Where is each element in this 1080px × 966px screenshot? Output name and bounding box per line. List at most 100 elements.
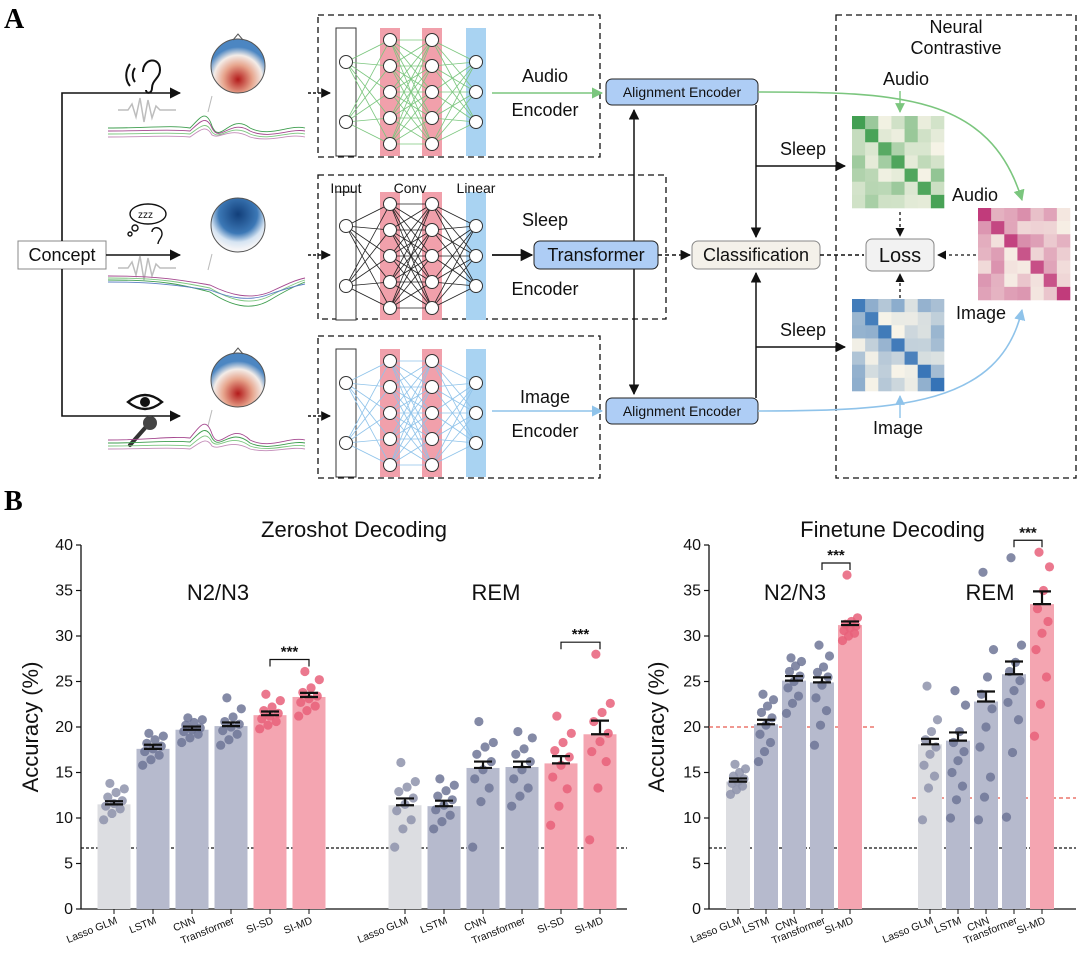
data-point: [923, 783, 934, 793]
matrix-cell: [1043, 247, 1058, 261]
data-point: [306, 683, 316, 693]
matrix-cell: [904, 155, 919, 169]
data-point: [601, 756, 611, 767]
matrix-cell: [1030, 234, 1045, 248]
data-point: [767, 713, 777, 723]
data-point: [158, 731, 168, 741]
data-point: [595, 736, 605, 747]
matrix-cell: [852, 155, 866, 169]
y-tick-label: 10: [683, 810, 701, 827]
data-point: [1043, 616, 1053, 627]
data-point: [150, 735, 160, 745]
data-point: [263, 720, 273, 730]
network-edge: [389, 438, 433, 466]
network-node: [425, 85, 439, 99]
data-point: [786, 653, 796, 663]
data-point: [957, 781, 968, 791]
group-label: N2/N3: [764, 580, 826, 605]
data-point: [605, 698, 615, 708]
alignment-encoder-image-label: Alignment Encoder: [623, 403, 742, 419]
data-point: [558, 737, 568, 748]
data-point: [759, 746, 770, 757]
matrix-cell: [917, 299, 932, 313]
matrix-cell: [1030, 260, 1045, 275]
neural-contrastive-line2: Contrastive: [910, 38, 1001, 58]
network-edge: [389, 65, 433, 145]
data-point: [294, 711, 304, 721]
significance-bracket: [269, 658, 310, 667]
audio-label-top: Audio: [883, 69, 929, 89]
significance-bracket: [821, 562, 851, 571]
chart-title: Finetune Decoding: [800, 517, 985, 542]
matrix-cell: [865, 168, 879, 183]
matrix-cell: [1043, 221, 1058, 235]
significance-label: ***: [1019, 524, 1037, 541]
matrix-cell: [930, 325, 945, 339]
audio-sleep-similarity-matrix: [852, 116, 945, 209]
y-tick-label: 35: [683, 583, 701, 600]
matrix-cell: [891, 168, 905, 183]
network-edge: [431, 39, 477, 123]
data-point: [981, 722, 991, 732]
y-tick-label: 15: [683, 765, 701, 782]
network-edge: [431, 39, 477, 93]
matrix-cell: [1004, 286, 1018, 301]
data-point: [765, 737, 776, 748]
matrix-cell: [891, 364, 905, 379]
matrix-cell: [1017, 221, 1031, 235]
network-edge: [431, 442, 477, 466]
data-point: [119, 784, 129, 794]
matrix-cell: [930, 338, 945, 352]
network-edge: [345, 255, 391, 287]
matrix-cell: [930, 116, 945, 130]
data-point: [511, 749, 521, 759]
network-edge: [389, 255, 433, 309]
network-edge: [345, 225, 391, 309]
data-point: [1007, 747, 1018, 758]
network-node: [339, 376, 353, 390]
data-point: [1037, 628, 1047, 638]
transformer-label: Transformer: [547, 245, 644, 265]
network-node: [469, 249, 483, 263]
data-point: [222, 693, 232, 703]
matrix-cell: [852, 377, 866, 392]
y-tick-label: 40: [683, 537, 701, 554]
neural-contrastive-box: [835, 14, 1077, 479]
data-point: [1001, 812, 1012, 822]
bar: [946, 740, 970, 909]
x-tick-label: Lasso GLM: [356, 915, 410, 946]
matrix-cell: [1017, 234, 1031, 248]
network-node: [425, 380, 439, 394]
matrix-cell: [1004, 234, 1018, 248]
data-point: [314, 675, 324, 685]
data-point: [476, 797, 486, 807]
data-point: [548, 772, 558, 782]
y-axis-label: Accuracy (%): [644, 662, 669, 793]
matrix-cell: [978, 221, 992, 235]
data-point: [261, 689, 271, 699]
bar: [810, 682, 834, 909]
matrix-cell: [1017, 208, 1031, 222]
data-point: [107, 808, 117, 819]
data-point: [394, 787, 404, 797]
data-point: [474, 716, 484, 727]
matrix-cell: [891, 377, 905, 392]
network-edge: [389, 281, 433, 309]
bar: [974, 701, 998, 909]
y-axis-label: Accuracy (%): [18, 662, 43, 793]
data-point: [1031, 645, 1041, 655]
data-point: [234, 719, 244, 729]
matrix-cell: [1004, 260, 1018, 275]
matrix-cell: [891, 116, 905, 130]
bar: [505, 767, 539, 909]
data-point: [509, 774, 519, 784]
matrix-cell: [904, 312, 919, 326]
sleep-label-top: Sleep: [780, 139, 826, 159]
network-edge: [389, 117, 433, 145]
matrix-cell: [1056, 234, 1071, 248]
matrix-cell: [917, 168, 932, 183]
matrix-cell: [991, 286, 1005, 301]
network-edge: [389, 229, 433, 309]
data-point: [812, 667, 823, 678]
network-node: [339, 219, 353, 233]
